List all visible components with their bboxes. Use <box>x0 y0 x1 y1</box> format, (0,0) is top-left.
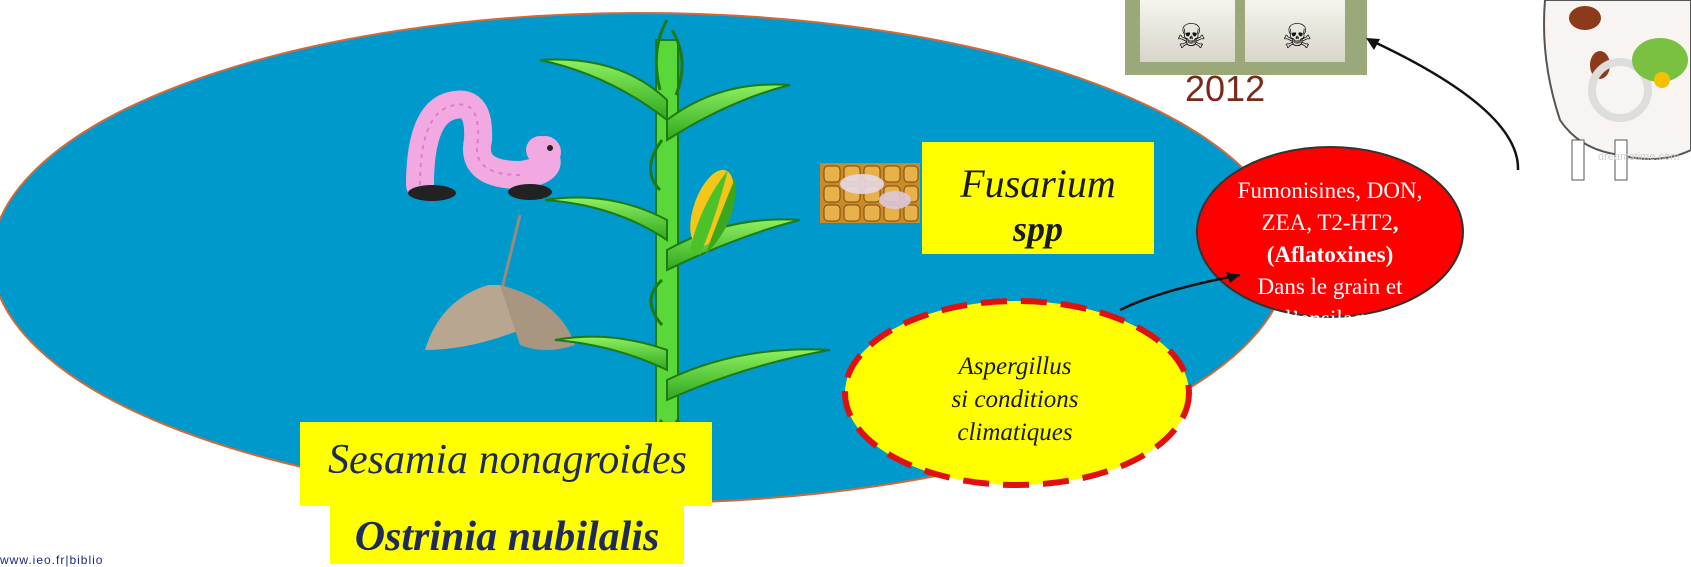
year-label: 2012 <box>1185 68 1265 110</box>
mycotoxins-line-4: l’ensilage <box>1205 303 1455 335</box>
fusarium-label: Fusarium spp <box>922 142 1154 254</box>
skull-crossbones-icon: ☠ <box>1176 17 1206 57</box>
mycotoxins-line-3: Dans le grain et <box>1205 271 1455 303</box>
fusarium-spp: spp <box>922 208 1154 250</box>
mycotoxins-line-2: ZEA, T2-HT2, (Aflatoxines) <box>1205 207 1455 271</box>
aspergillus-condition-2: climatiques <box>925 416 1105 449</box>
ostrinia-name: Ostrinia nubilalis <box>330 513 684 561</box>
aspergillus-name: Aspergillus <box>925 350 1105 383</box>
arrow-mycotoxins-to-milk <box>1370 40 1518 170</box>
cow-image: dreamstime.com <box>1544 0 1691 180</box>
sesamia-name: Sesamia nonagroides <box>328 436 687 484</box>
moldy-kernels-image <box>820 163 920 223</box>
mycotoxins-label: Fumonisines, DON, ZEA, T2-HT2, (Aflatoxi… <box>1205 175 1455 335</box>
mycotoxins-list: ZEA, T2-HT2 <box>1262 210 1393 235</box>
svg-text:dreamstime.com: dreamstime.com <box>1598 151 1679 163</box>
sesamia-label: Sesamia nonagroides <box>300 422 712 506</box>
aspergillus-label: Aspergillus si conditions climatiques <box>925 350 1105 449</box>
ostrinia-label: Ostrinia nubilalis <box>330 505 684 564</box>
fusarium-name: Fusarium <box>922 160 1154 207</box>
milk-skull-image: ☠ ☠ <box>1125 0 1367 75</box>
skull-crossbones-icon: ☠ <box>1282 17 1312 57</box>
watermark: www.ieo.fr|biblio <box>0 553 103 567</box>
aspergillus-condition-1: si conditions <box>925 383 1105 416</box>
mycotoxins-line-1: Fumonisines, DON, <box>1205 175 1455 207</box>
